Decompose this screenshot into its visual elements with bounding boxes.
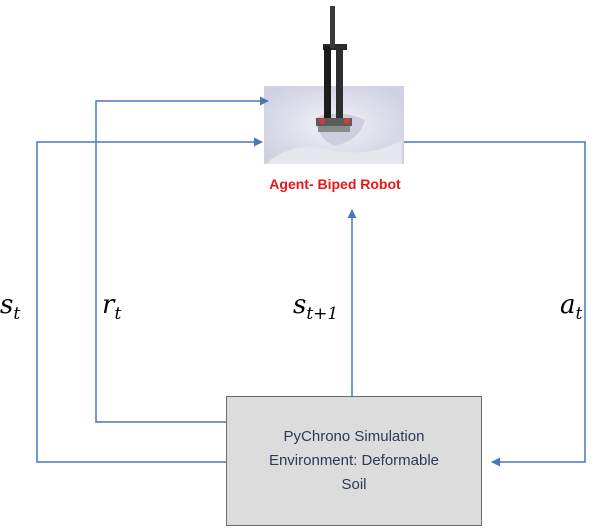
next-state-subscript: t+1 — [306, 304, 339, 324]
robot-leg-right — [336, 46, 343, 122]
action-subscript: t — [575, 304, 583, 324]
robot-mast — [330, 6, 335, 48]
robot-foot-base — [318, 126, 350, 132]
robot-leg-left — [324, 46, 331, 122]
environment-label: PyChrono Simulation Environment: Deforma… — [268, 428, 440, 493]
soil-mound — [268, 140, 402, 164]
state-subscript: t — [13, 304, 21, 324]
reward-arrow — [95, 96, 269, 423]
biped-robot-image — [264, 6, 404, 164]
environment-box: PyChrono Simulation Environment: Deforma… — [226, 396, 482, 526]
state-label: st — [0, 292, 20, 323]
next-state-label: st+1 — [293, 292, 338, 323]
agent-title: Agent- Biped Robot — [269, 176, 401, 192]
reward-subscript: t — [114, 304, 122, 324]
contact-marker-left — [319, 118, 325, 124]
contact-marker-right — [344, 118, 350, 124]
next-state-symbol: s — [293, 290, 307, 320]
state-arrow — [36, 137, 263, 463]
reward-symbol: r — [102, 290, 115, 320]
robot-foot-plate — [316, 118, 352, 126]
state-symbol: s — [0, 290, 14, 320]
action-symbol: a — [560, 290, 576, 320]
reward-label: rt — [102, 292, 121, 323]
action-label: at — [560, 292, 582, 323]
action-arrow — [404, 141, 586, 467]
